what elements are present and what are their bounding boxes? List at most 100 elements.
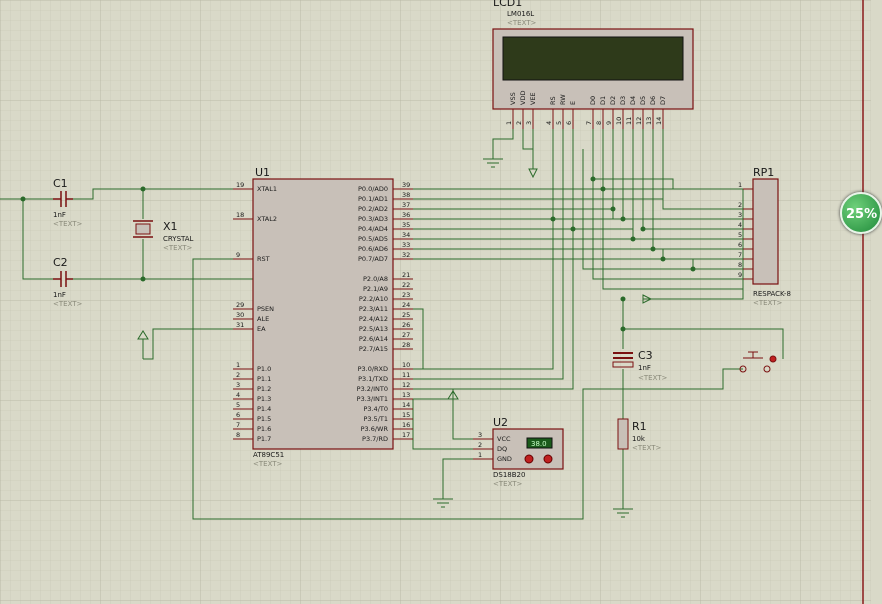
- mcu-pin-number: 4: [236, 391, 240, 399]
- mcu-pin-number: 30: [236, 311, 244, 319]
- rp1-value: RESPACK-8: [753, 290, 791, 298]
- lcd-pin-number: 12: [635, 117, 643, 125]
- mcu-right-pins: 39P0.0/AD038P0.1/AD137P0.2/AD236P0.3/AD3…: [357, 181, 413, 443]
- mcu-pin-number: 32: [402, 251, 410, 259]
- rp1-pin-number: 1: [738, 181, 742, 189]
- rp1-pin-number: 6: [738, 241, 742, 249]
- u2-pin-number: 2: [478, 441, 482, 449]
- x1-ref: X1: [163, 220, 178, 233]
- lcd-value: LM016L: [507, 10, 534, 18]
- lcd-pin-label: RW: [559, 94, 567, 105]
- power-symbol: [137, 168, 653, 400]
- mcu-pin-number: 2: [236, 371, 240, 379]
- mcu-pin-number: 24: [402, 301, 410, 309]
- capacitor-c1[interactable]: C1 1nF <TEXT>: [53, 177, 83, 228]
- lcd-pin-label: D1: [599, 96, 607, 105]
- reset-button[interactable]: [739, 351, 777, 373]
- mcu-pin-label: P2.0/A8: [363, 275, 388, 283]
- u2-increase-button[interactable]: [543, 454, 553, 464]
- mcu-pin-number: 17: [402, 431, 410, 439]
- mcu-pin-number: 10: [402, 361, 410, 369]
- c3-symbol: [613, 352, 633, 359]
- mcu-pin-label: P2.3/A11: [359, 305, 388, 313]
- mcu-pin-number: 34: [402, 231, 410, 239]
- mcu-pin-number: 9: [236, 251, 240, 259]
- mcu-pin-label: XTAL1: [257, 185, 277, 193]
- mcu-pin-label: EA: [257, 325, 266, 333]
- mcu-pin-label: P1.2: [257, 385, 271, 393]
- u2-value: DS18B20: [493, 471, 525, 479]
- lcd-pin-label: RS: [549, 96, 557, 105]
- resistor-r1[interactable]: R1 10k <TEXT>: [617, 418, 662, 452]
- mcu-pin-label: P0.7/AD7: [358, 255, 388, 263]
- mcu-pin-label: P1.4: [257, 405, 271, 413]
- mcu-pin-number: 35: [402, 221, 410, 229]
- c1-ref: C1: [53, 177, 68, 190]
- mcu-pin-label: P3.0/RXD: [358, 365, 388, 373]
- c3-value: 1nF: [638, 364, 651, 372]
- lcd-ref: LCD1: [493, 0, 522, 9]
- rp1-ref: RP1: [753, 166, 774, 179]
- lcd-pin-label: D6: [649, 96, 657, 105]
- mcu-pin-label: P2.2/A10: [359, 295, 388, 303]
- lcd-pin-label: D3: [619, 96, 627, 105]
- mcu-pin-number: 26: [402, 321, 410, 329]
- lcd-pin-number: 5: [555, 121, 563, 125]
- mcu-pin-number: 1: [236, 361, 240, 369]
- lcd-pin-number: 9: [605, 121, 613, 125]
- capacitor-c2[interactable]: C2 1nF <TEXT>: [53, 256, 83, 308]
- c3-plate: [612, 361, 634, 368]
- mcu-pin-number: 8: [236, 431, 240, 439]
- mcu-pin-number: 5: [236, 401, 240, 409]
- rp1-pin-number: 3: [738, 211, 742, 219]
- lcd-component[interactable]: LCD1 LM016L <TEXT> VSS1VDD2VEE3RS4RW5E6D…: [492, 0, 694, 129]
- zoom-indicator[interactable]: 25%: [840, 192, 882, 234]
- rp1-body: [752, 178, 779, 285]
- mcu-pin-label: PSEN: [257, 305, 274, 313]
- mcu-pin-label: P0.3/AD3: [358, 215, 388, 223]
- x1-plates: [133, 220, 153, 238]
- mcu-pin-label: P3.5/T1: [363, 415, 388, 423]
- mcu-body: [252, 178, 394, 450]
- mcu-pin-label: P0.6/AD6: [358, 245, 388, 253]
- lcd-pin-label: D5: [639, 96, 647, 105]
- x1-text: <TEXT>: [163, 244, 193, 252]
- mcu-pin-number: 22: [402, 281, 410, 289]
- mcu-pin-label: P1.1: [257, 375, 271, 383]
- x1-value: CRYSTAL: [163, 235, 194, 243]
- rp1-pin-number: 4: [738, 221, 742, 229]
- rp1-text: <TEXT>: [753, 299, 783, 307]
- mcu-pin-label: ALE: [257, 315, 269, 323]
- mcu-pin-number: 15: [402, 411, 410, 419]
- lcd-pin-number: 10: [615, 117, 623, 125]
- c3-text: <TEXT>: [638, 374, 668, 382]
- mcu-pin-number: 6: [236, 411, 240, 419]
- mcu-pin-number: 21: [402, 271, 410, 279]
- u2-decrease-button[interactable]: [524, 454, 534, 464]
- mcu-pin-number: 38: [402, 191, 410, 199]
- lcd-pin-number: 3: [525, 121, 533, 125]
- lcd-pin-label: D4: [629, 96, 637, 105]
- capacitor-c3[interactable]: C3 1nF <TEXT>: [612, 349, 668, 382]
- lcd-pin-number: 13: [645, 117, 653, 125]
- c3-ref: C3: [638, 349, 653, 362]
- mcu-pin-label: P3.6/WR: [361, 425, 389, 433]
- mcu-pin-number: 11: [402, 371, 410, 379]
- lcd-pin-number: 8: [595, 121, 603, 125]
- crystal-x1[interactable]: X1 CRYSTAL <TEXT>: [133, 220, 194, 252]
- mcu-pin-label: P1.6: [257, 425, 271, 433]
- u2-ref: U2: [493, 416, 508, 429]
- mcu-pin-number: 13: [402, 391, 410, 399]
- mcu-pin-number: 39: [402, 181, 410, 189]
- mcu-pin-label: P2.5/A13: [359, 325, 388, 333]
- lcd-pin-label: VSS: [509, 92, 517, 105]
- c1-text: <TEXT>: [53, 220, 83, 228]
- mcu-pin-number: 33: [402, 241, 410, 249]
- c2-value: 1nF: [53, 291, 66, 299]
